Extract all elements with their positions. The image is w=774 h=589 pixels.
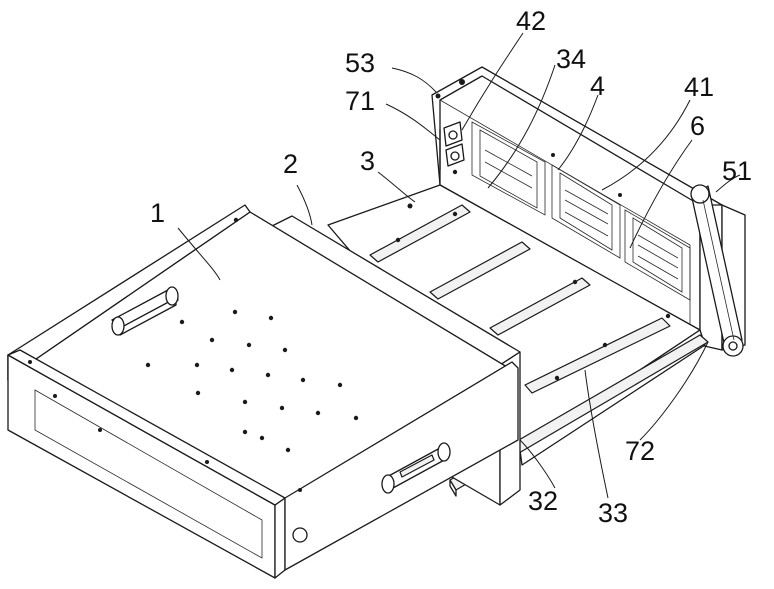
label-42: 42 [516, 6, 546, 36]
label-71: 71 [345, 86, 375, 116]
label-41: 41 [684, 72, 714, 102]
label-32: 32 [528, 486, 558, 516]
label-72: 72 [625, 436, 655, 466]
label-53: 53 [345, 48, 375, 78]
label-3: 3 [360, 146, 375, 176]
label-34: 34 [556, 44, 586, 74]
label-6: 6 [690, 111, 705, 141]
label-1: 1 [150, 198, 165, 228]
label-2: 2 [283, 149, 298, 179]
label-51: 51 [722, 156, 752, 186]
label-4: 4 [590, 71, 605, 101]
label-33: 33 [598, 498, 628, 528]
